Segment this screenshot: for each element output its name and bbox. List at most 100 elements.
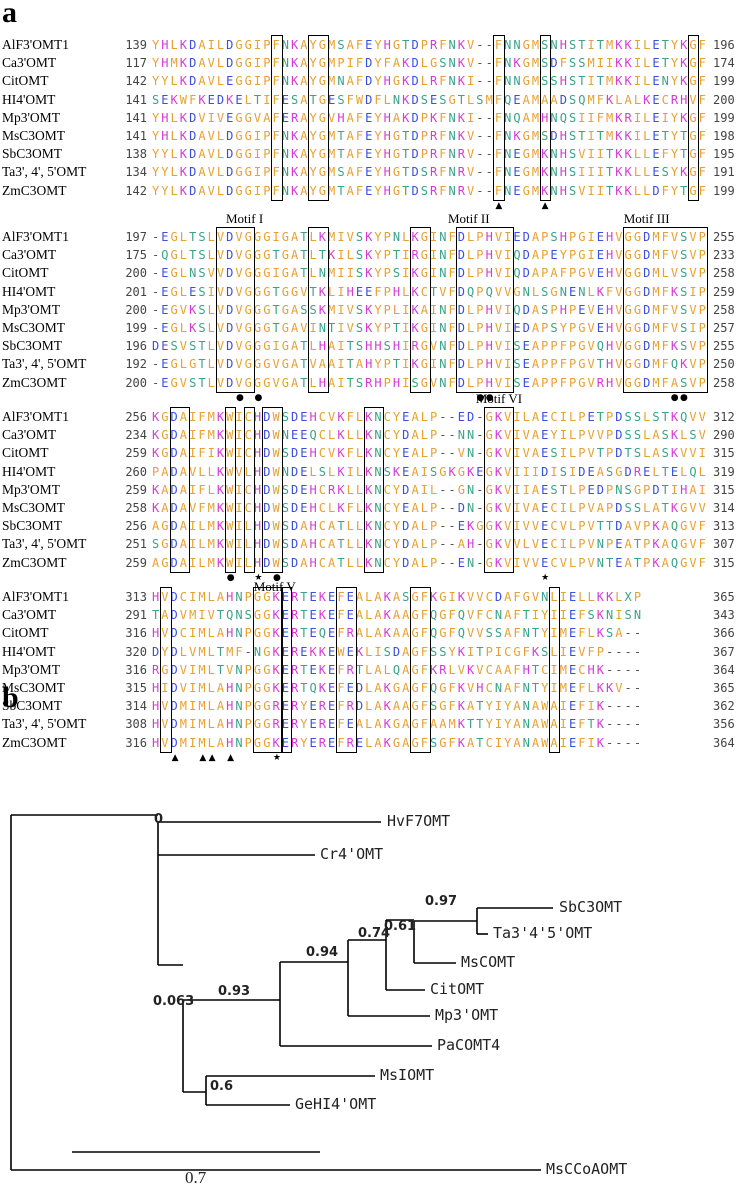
sequence-name: SbC3OMT (2, 338, 63, 354)
conserved-column-box (308, 227, 329, 393)
sequence-residues: YHMKDAVLDGGIPFNKAYGMPIFDYFAKDLGSNKV--FNK… (152, 56, 708, 71)
sequence-residues: SEKWFKEDKELTIFESATGESFWDFLNKDSESGTLSMFQE… (152, 92, 708, 107)
sequence-start: 199 (125, 321, 147, 335)
sequence-start: 138 (125, 147, 147, 162)
triangle-mark: ▲ (227, 752, 235, 763)
sequence-name: HI4'OMT (2, 643, 56, 659)
sequence-end: 365 (713, 681, 735, 695)
sequence-residues: -EGLNSVVDVGGGIGATLNMIISKYPSIKGINFDLPHVIQ… (152, 266, 708, 281)
conserved-column-box (215, 227, 255, 393)
sequence-start: 141 (125, 92, 147, 107)
sequence-residues: -EGLKSLVDVGGGTGAVINTIVSKYPTIKGINFDLPHVIE… (152, 321, 708, 335)
sequence-end: 259 (713, 284, 735, 299)
sequence-end: 362 (713, 699, 735, 714)
sequence-end: 198 (713, 129, 735, 143)
sequence-end: 200 (713, 92, 735, 107)
catalytic-dot-mark: ● (485, 392, 494, 403)
sequence-name: Ta3', 4', 5'OMT (2, 536, 87, 552)
sequence-name: AlF3'OMT1 (2, 229, 69, 244)
sequence-end: 315 (713, 482, 735, 497)
triangle-mark: ▲ (208, 752, 216, 763)
sequence-name: HI4'OMT (2, 283, 56, 299)
sequence-name: Ta3', 4', 5'OMT (2, 164, 87, 180)
sequence-residues: -EGLGTLVDVGGGVGATVAAITAHYPTIKGINFDLPHVIS… (152, 357, 708, 372)
sequence-start: 201 (125, 284, 147, 299)
sequence-residues: AGDAILMKWILHDWSDAHCATLLKNCYDALP--EN-GKVI… (152, 555, 708, 570)
sequence-end: 199 (713, 74, 735, 89)
sequence-residues: AGDAILMKWILHDWSDAHCATLLKNCYDALP--EKGGKVI… (152, 519, 708, 534)
conserved-column-box (271, 35, 283, 201)
catalytic-dot-mark: ● (670, 392, 679, 403)
conserved-column-box (410, 587, 431, 753)
sequence-start: 259 (125, 482, 147, 497)
sequence-name: Ca3'OMT (2, 607, 57, 623)
sequence-start: 117 (125, 56, 147, 71)
sequence-start: 200 (125, 266, 147, 281)
support-value: 0.6 (210, 1079, 234, 1094)
sequence-residues: YHLKDAILDGGIPFNKAYGMSAFEYHGTDPRFNKV--FNN… (152, 38, 708, 52)
sequence-residues: -EGVKSLVDVGGGTGASSKMIVSKYPLIKAINFDLPHVIQ… (152, 302, 708, 317)
sequence-name: ZmC3OMT (2, 734, 67, 750)
conserved-column-box (363, 407, 385, 573)
sequence-residues: HVDMIMLAHNPGGRERYEREFEALAKGAGFAAMKTTYIYA… (152, 717, 644, 732)
support-value: 0.97 (425, 894, 458, 909)
sequence-start: 256 (125, 410, 147, 424)
support-value: 0.94 (306, 945, 339, 960)
tree-leaf-label: Cr4'OMT (320, 845, 384, 863)
sequence-start: 200 (125, 375, 147, 390)
sequence-name: CitOMT (2, 445, 49, 461)
catalytic-dot-mark: ● (235, 392, 244, 403)
motif-label: Motif I (226, 211, 264, 226)
sequence-end: 233 (713, 248, 735, 263)
sequence-residues: TADVMIVTQNSGGKERTEKEFEALAKAAGFQGFQVFCNAF… (152, 608, 644, 623)
sequence-name: AlF3'OMT1 (2, 37, 69, 52)
sequence-end: 255 (713, 339, 735, 354)
tree-branches (10, 814, 553, 1171)
tree-leaf-label: MsCOMT (461, 953, 516, 971)
panel-b-label: b (2, 681, 19, 714)
sequence-residues: PADAVLLKWVLHDWNDELSLKILKNSKEAISGKGKEGKVI… (152, 464, 708, 479)
sequence-end: 364 (713, 662, 735, 677)
sequence-start: 256 (125, 519, 147, 534)
sequence-end: 364 (713, 735, 735, 750)
sequence-name: Ta3', 4', 5'OMT (2, 356, 87, 372)
sequence-start: 316 (125, 735, 147, 750)
sequence-end: 307 (713, 537, 735, 552)
sequence-start: 258 (125, 501, 147, 515)
sequence-start: 320 (125, 644, 147, 659)
sequence-residues: HVDCIMLAHNPGGKERTEKEFEALAKASGFKGIKVVCDAF… (152, 590, 644, 604)
sequence-start: 141 (125, 110, 147, 125)
sequence-residues: KADAIFLKWICHDWSDEHCRKLLKNCYDAIL--GN-GKVI… (152, 482, 708, 497)
conserved-column-box (280, 587, 292, 753)
sequence-start: 134 (125, 165, 147, 180)
sequence-name: AlF3'OMT1 (2, 589, 69, 604)
sequence-name: Mp3'OMT (2, 109, 60, 125)
sequence-end: 199 (713, 183, 735, 198)
sequence-name: Ca3'OMT (2, 55, 57, 71)
sequence-end: 250 (713, 357, 735, 372)
conserved-column-box (308, 35, 329, 201)
sequence-name: Ca3'OMT (2, 247, 57, 263)
tree-leaf-label: PaCOMT4 (437, 1036, 501, 1054)
sequence-name: HI4'OMT (2, 91, 56, 107)
conserved-column-box (687, 35, 699, 201)
sequence-end: 195 (713, 147, 735, 162)
